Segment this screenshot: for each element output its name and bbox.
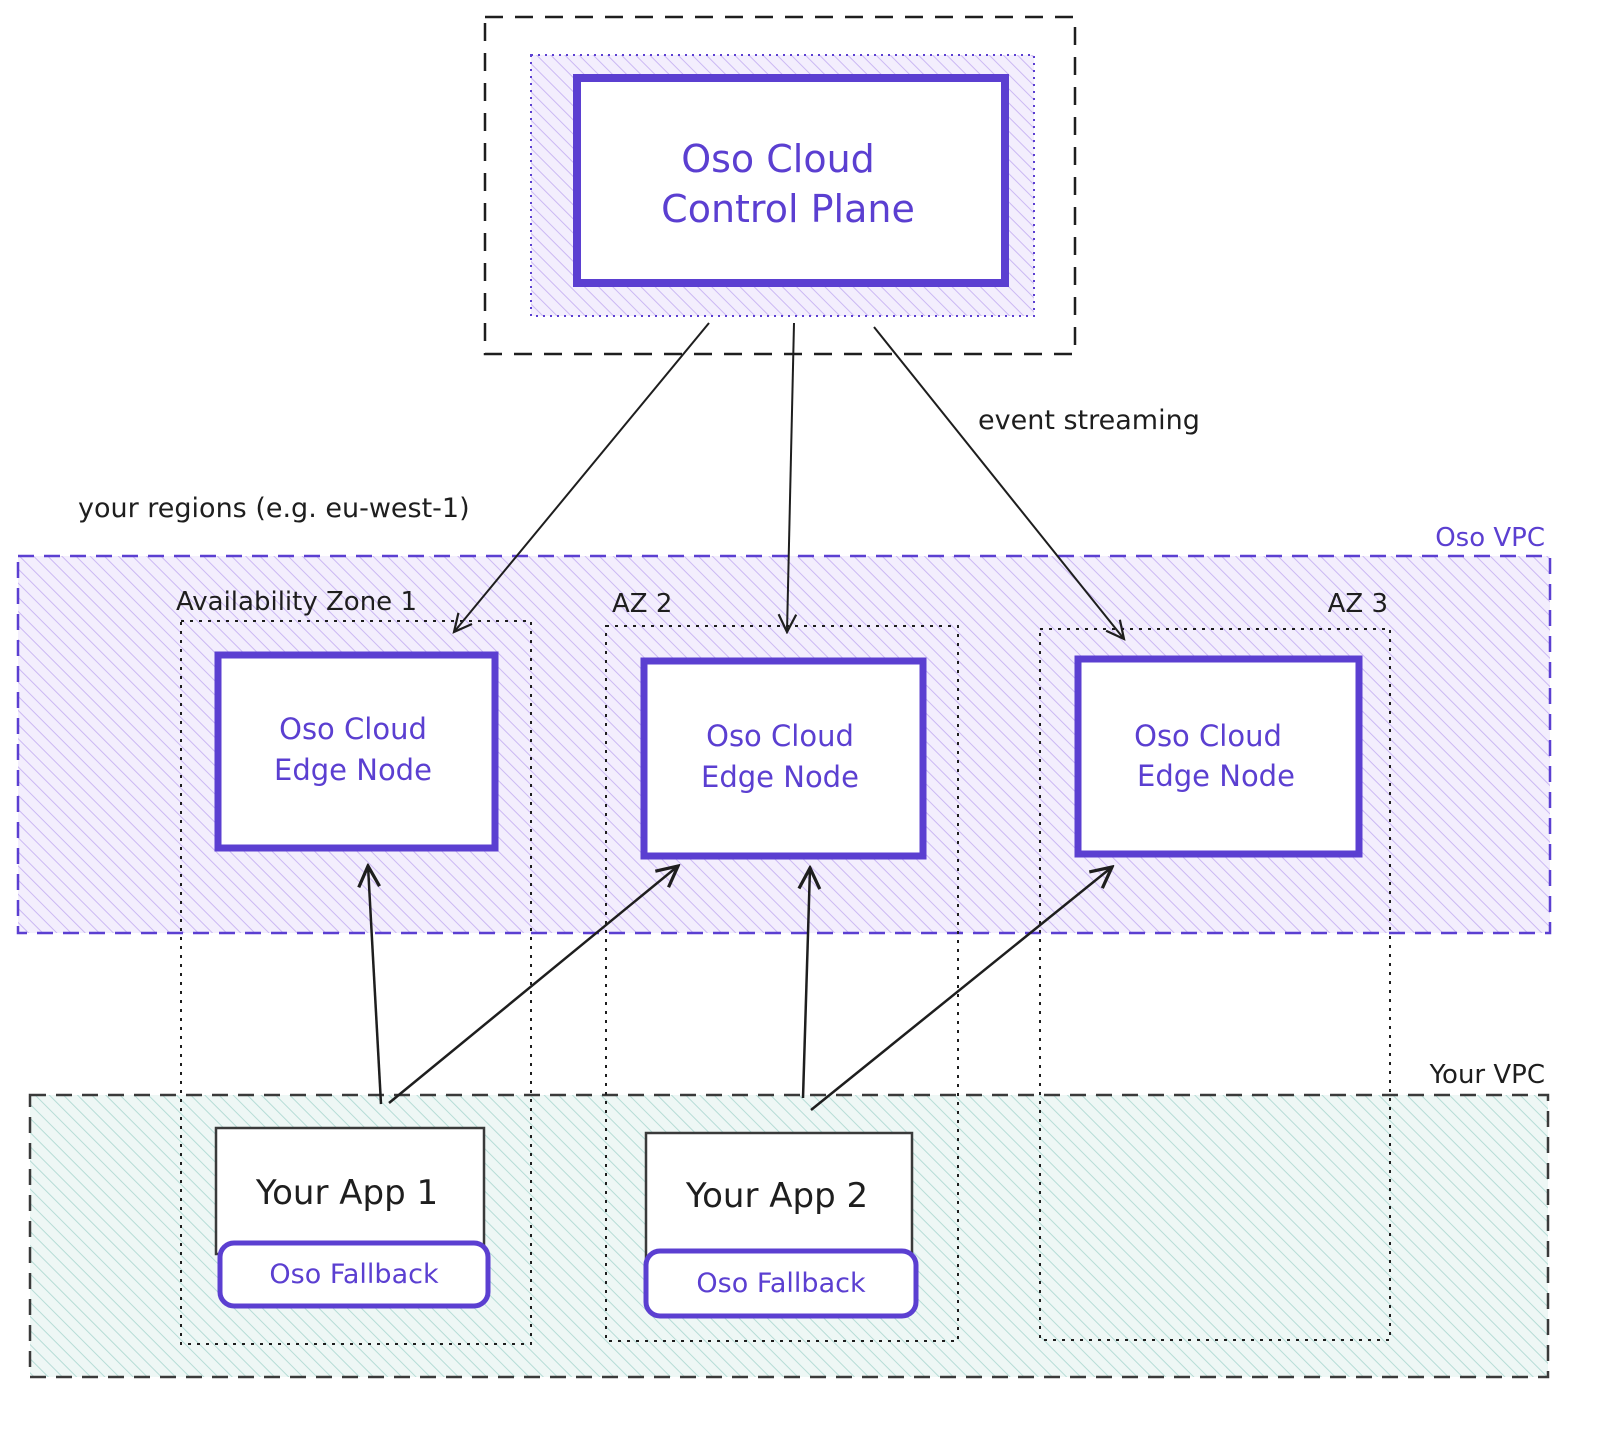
availability-zone-2 [605,625,959,1342]
svg-text:Edge Node: Edge Node [274,753,432,787]
app-1-title: Your App 1 [255,1173,438,1213]
control-plane-arrows [454,322,1124,639]
app-1: Your App 1 Oso Fallback [214,1126,491,1309]
arrow-app1-to-edge-2 [388,866,678,1104]
arrow-control-to-edge-1 [454,322,710,632]
control-plane-title-line2: Control Plane [661,187,915,231]
control-plane-title-line1: Oso Cloud [681,137,875,181]
your-regions-label: your regions (e.g. eu-west-1) [78,493,470,524]
arrow-app2-to-edge-2 [803,868,810,1099]
app-2-fallback [643,1248,919,1319]
arrow-control-to-edge-2 [787,322,794,632]
svg-text:Edge Node: Edge Node [1137,759,1295,793]
zone-3-label: AZ 3 [1328,589,1388,619]
edge-node-3: Oso Cloud Edge Node [1074,655,1363,858]
oso-vpc-label: Oso VPC [1435,523,1545,553]
edge-node-2: Oso Cloud Edge Node [640,657,927,860]
event-streaming-label: event streaming [978,405,1200,436]
app-2-title: Your App 2 [685,1176,868,1216]
arrow-app2-to-edge-3 [810,867,1112,1111]
edge-node-1: Oso Cloud Edge Node [214,651,499,852]
svg-text:Oso Cloud: Oso Cloud [1134,719,1282,753]
app-2-fallback-label: Oso Fallback [696,1268,866,1299]
zone-2-label: AZ 2 [612,589,672,619]
availability-zone-1 [180,620,532,1345]
app-2: Your App 2 Oso Fallback [643,1131,919,1319]
svg-text:Oso Cloud: Oso Cloud [279,712,427,746]
your-vpc-label: Your VPC [1429,1060,1545,1090]
zone-1-label: Availability Zone 1 [176,587,417,617]
svg-text:Oso Cloud: Oso Cloud [706,719,854,753]
control-plane-box: Oso Cloud Control Plane [573,74,1009,287]
app-1-fallback-label: Oso Fallback [269,1259,439,1290]
arrow-control-to-edge-3 [873,326,1124,639]
availability-zone-3 [1039,628,1391,1341]
svg-text:Edge Node: Edge Node [701,760,859,794]
app-arrows [368,866,1112,1111]
app-1-fallback [217,1240,491,1309]
control-plane-frame [483,15,1077,356]
arrow-app1-to-edge-1 [368,866,383,1105]
